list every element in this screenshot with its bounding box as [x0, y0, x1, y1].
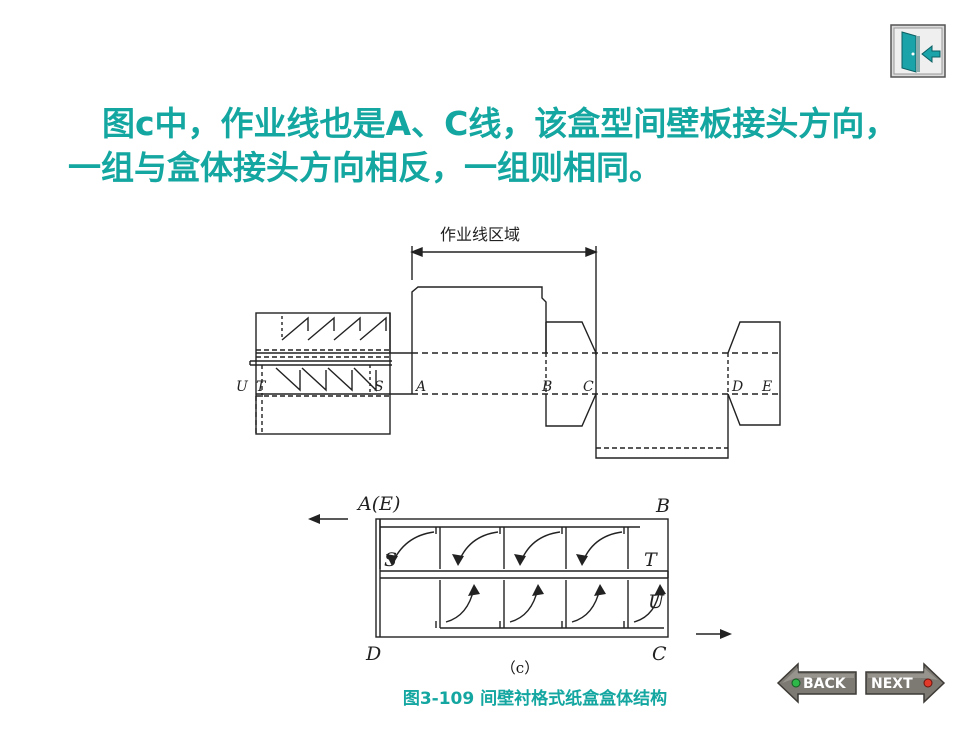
partition-panels: [249, 312, 412, 435]
next-label: NEXT: [871, 676, 913, 692]
figure-caption: 图3-109 间壁衬格式纸盒盒体结构: [402, 689, 668, 709]
back-arrow-icon: BACK: [776, 662, 857, 704]
work-zone-label: 作业线区域: [440, 225, 520, 244]
label-c: C: [583, 379, 594, 395]
label-s-bottom: S: [384, 549, 397, 571]
next-arrow-icon: NEXT: [865, 662, 946, 704]
slide-title: 图c中，作业线也是A、C线，该盒型间壁板接头方向，一组与盒体接头方向相反，一组则…: [68, 104, 898, 187]
label-d: D: [731, 379, 743, 395]
label-u-bottom: U: [648, 591, 665, 613]
next-button[interactable]: NEXT: [862, 660, 946, 706]
label-d-bottom: D: [365, 643, 381, 665]
box-body-outline: [411, 286, 781, 459]
label-b: B: [541, 379, 552, 395]
label-a: A: [414, 379, 426, 395]
label-a-e: A(E): [356, 493, 400, 515]
assembled-view: [318, 518, 724, 638]
figure-sublabel: （c）: [500, 659, 540, 677]
label-c-bottom: C: [652, 643, 667, 665]
back-label: BACK: [803, 676, 847, 692]
label-e: E: [761, 379, 772, 395]
label-b-bottom: B: [655, 495, 670, 517]
exit-button[interactable]: [890, 24, 946, 78]
label-u: U: [236, 379, 249, 395]
back-button[interactable]: BACK: [776, 660, 860, 706]
work-zone-bracket: [410, 246, 598, 355]
label-t-bottom: T: [644, 549, 658, 571]
label-t: T: [256, 379, 267, 395]
exit-door-icon: [890, 24, 946, 78]
label-s: S: [374, 379, 384, 395]
